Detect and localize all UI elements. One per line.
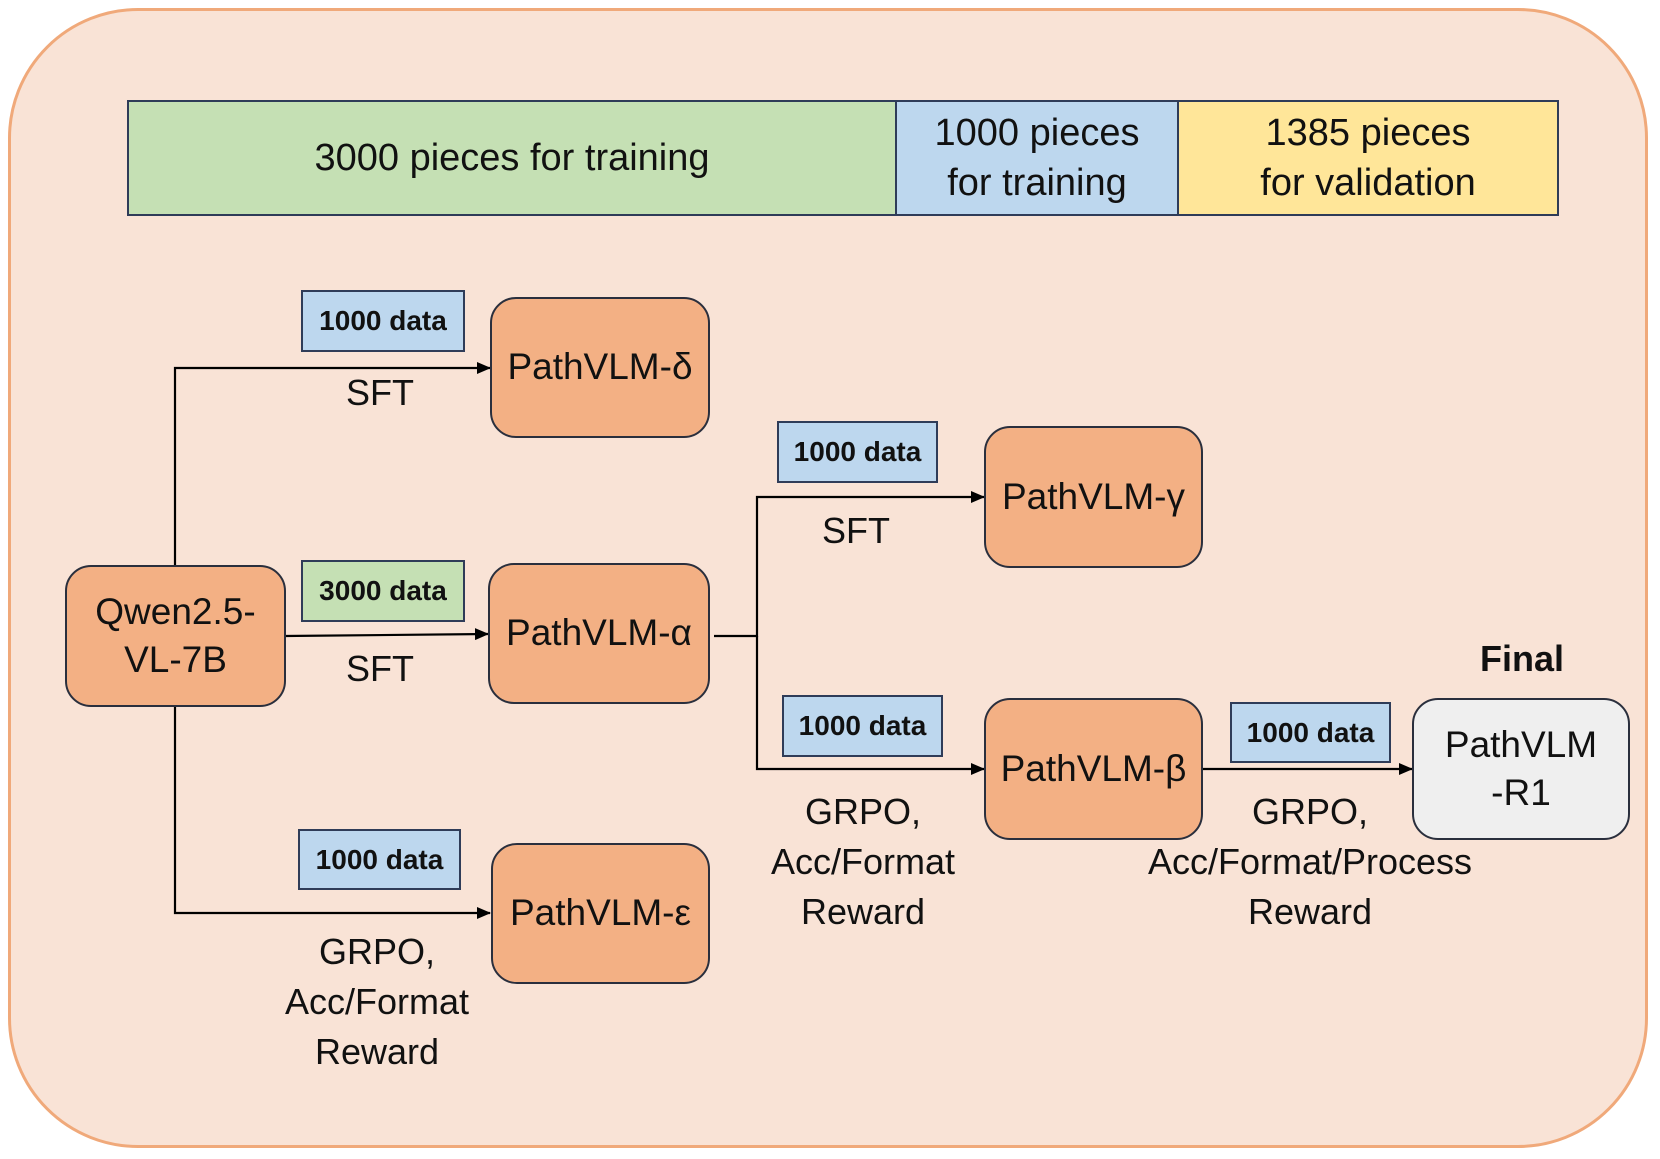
edge-label-epsilon: GRPO, Acc/Format Reward: [284, 931, 470, 1072]
split-training-1000: 1000 pieces for training: [895, 100, 1179, 216]
node-qwen-base: Qwen2.5- VL-7B: [65, 565, 286, 707]
data-tag-r1: 1000 data: [1230, 702, 1391, 763]
edge-base-alpha: [284, 628, 489, 641]
split-validation-1385: 1385 pieces for validation: [1177, 100, 1559, 216]
edge-label-alpha: SFT: [346, 648, 414, 689]
node-pathvlm-r1: PathVLM -R1: [1412, 698, 1630, 840]
edge-label-delta: SFT: [346, 372, 414, 413]
data-tag-epsilon: 1000 data: [298, 829, 461, 890]
data-tag-delta: 1000 data: [301, 290, 465, 352]
edge-base-epsilon: [173, 707, 491, 919]
edge-base-delta: [173, 362, 491, 565]
data-tag-alpha: 3000 data: [301, 560, 465, 622]
final-label: Final: [1480, 638, 1565, 679]
edge-label-gamma: SFT: [822, 510, 890, 551]
data-tag-beta: 1000 data: [782, 695, 943, 757]
edge-alpha-gamma: [714, 491, 985, 638]
edge-label-r1: GRPO, Acc/Format/Process Reward: [1147, 791, 1473, 932]
data-tag-gamma: 1000 data: [777, 421, 938, 483]
node-pathvlm-alpha: PathVLM-α: [488, 563, 710, 704]
node-pathvlm-beta: PathVLM-β: [984, 698, 1203, 840]
node-pathvlm-epsilon: PathVLM-ε: [491, 843, 710, 984]
node-pathvlm-gamma: PathVLM-γ: [984, 426, 1203, 568]
edge-label-beta: GRPO, Acc/Format Reward: [770, 791, 956, 932]
split-training-3000: 3000 pieces for training: [127, 100, 897, 216]
edge-alpha-beta: [755, 636, 985, 775]
node-pathvlm-delta: PathVLM-δ: [490, 297, 710, 438]
